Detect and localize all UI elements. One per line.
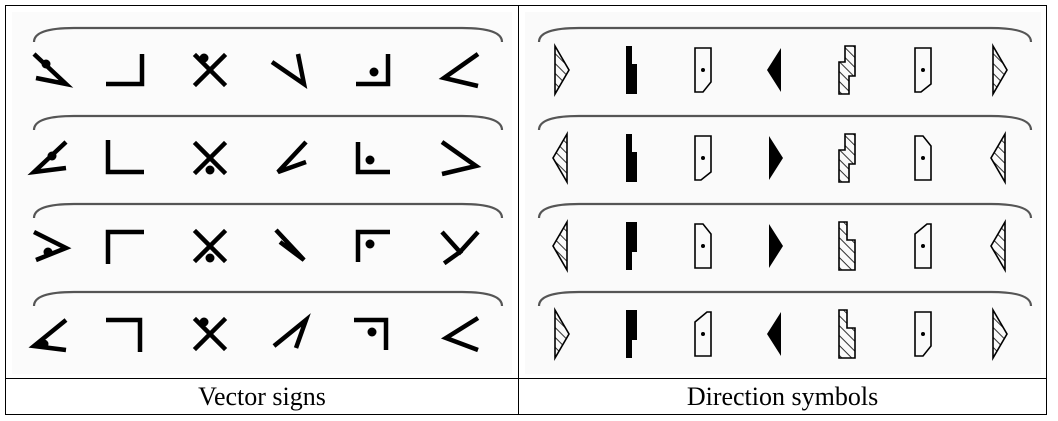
corner-dot-sign xyxy=(355,229,390,262)
arrow-dot-sign xyxy=(28,318,68,353)
solid-triangle-left xyxy=(767,48,781,92)
outline-dot-block xyxy=(914,135,932,181)
outline-dot-block xyxy=(694,311,712,357)
angle-right-sign xyxy=(440,140,482,177)
solid-triangle-right xyxy=(769,136,783,180)
solid-step-block xyxy=(626,134,637,182)
vector-signs-panel xyxy=(12,12,512,374)
row-bracket xyxy=(537,26,1033,43)
cross-dot-top-sign xyxy=(192,52,228,88)
outline-dot-block xyxy=(694,47,712,93)
hatched-triangle-right xyxy=(554,307,570,361)
hatched-triangle-right xyxy=(992,43,1008,97)
hatched-triangle-right xyxy=(554,43,570,97)
symbol-table: Vector signs Direction symbols xyxy=(5,5,1047,415)
hatched-step-block xyxy=(838,221,856,271)
cross-dot-bottom-sign xyxy=(192,140,228,176)
arrow-dot-sign xyxy=(27,140,68,176)
row-bracket xyxy=(32,114,504,131)
corner-dot-sign xyxy=(354,317,389,350)
check-sign xyxy=(276,140,308,175)
arrow-dot-sign xyxy=(32,229,72,263)
angle-y-sign xyxy=(440,230,480,266)
row-bracket xyxy=(537,202,1033,219)
hatched-triangle-left xyxy=(990,219,1006,273)
outline-dot-block xyxy=(914,47,932,93)
row-bracket xyxy=(537,114,1033,131)
vector-signs-caption: Vector signs xyxy=(198,382,326,411)
hatched-triangle-right xyxy=(992,307,1008,361)
row-bracket xyxy=(32,202,504,219)
corner-bottom-left-open-sign xyxy=(106,54,145,87)
row-bracket xyxy=(537,290,1033,307)
solid-step-block xyxy=(626,310,637,358)
corner-top-right-sign xyxy=(106,317,143,352)
solid-step-block xyxy=(626,222,637,270)
check-sign xyxy=(274,228,306,262)
direction-symbols-panel xyxy=(525,12,1041,374)
vector-signs-figure xyxy=(27,26,504,353)
corner-dot-sign xyxy=(356,54,391,87)
corner-l-sign xyxy=(105,140,144,175)
hatched-step-block xyxy=(838,45,856,95)
direction-symbols-figure xyxy=(537,26,1033,361)
row-bracket xyxy=(32,290,504,307)
solid-step-block xyxy=(626,46,637,94)
solid-triangle-right xyxy=(769,224,783,268)
solid-triangle-left xyxy=(767,312,781,356)
caption-divider xyxy=(6,378,1046,379)
check-sign xyxy=(270,53,308,89)
column-divider xyxy=(518,6,519,414)
arrow-dot-sign xyxy=(32,52,74,88)
cross-dot-bottom-sign xyxy=(192,228,228,264)
outline-dot-block xyxy=(694,223,712,269)
angle-v-sign xyxy=(440,316,480,353)
angle-left-sign xyxy=(438,52,480,89)
corner-dot-sign xyxy=(355,142,390,175)
corner-top-left-sign xyxy=(105,229,144,264)
outline-dot-block xyxy=(694,135,712,181)
hatched-step-block xyxy=(838,133,856,183)
check-sign xyxy=(272,313,311,349)
cross-dot-top-sign xyxy=(192,316,228,352)
outline-dot-block xyxy=(914,223,932,269)
hatched-triangle-left xyxy=(990,131,1006,185)
direction-symbols-caption: Direction symbols xyxy=(686,382,879,411)
hatched-step-block xyxy=(838,309,856,359)
row-bracket xyxy=(32,26,504,43)
hatched-triangle-left xyxy=(552,219,568,273)
hatched-triangle-left xyxy=(552,131,568,185)
outline-dot-block xyxy=(914,311,932,357)
